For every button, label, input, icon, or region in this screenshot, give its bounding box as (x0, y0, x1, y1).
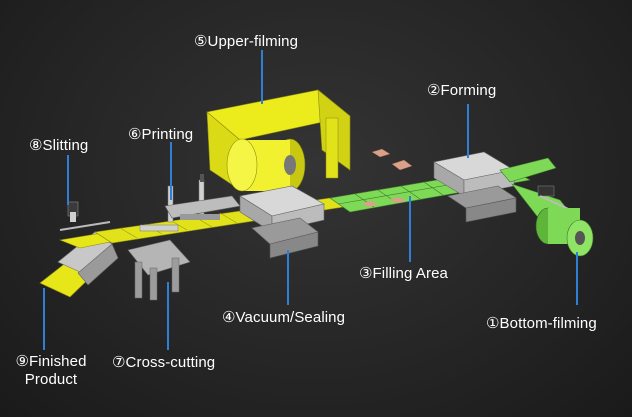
cross-cutting-frame (127, 224, 191, 301)
label-vacuum-sealing: ④Vacuum/Sealing (222, 309, 346, 326)
vacuum-sealing-station (239, 185, 325, 259)
forming-station (433, 151, 517, 223)
label-cross-cutting: ⑦Cross-cutting (112, 354, 216, 371)
label-upper-filming: ⑤Upper-filming (194, 33, 299, 50)
upper-filming-frame (206, 89, 351, 192)
label-finished-product: ⑨Finished Product (8, 353, 94, 389)
bottom-film-roll (499, 157, 594, 257)
label-filling-area: ③Filling Area (359, 265, 448, 282)
label-printing: ⑥Printing (128, 126, 194, 143)
printing-unit (164, 174, 241, 223)
slitting-unit (58, 201, 141, 249)
label-forming: ②Forming (427, 82, 497, 99)
label-bottom-filming: ①Bottom-filming (486, 315, 597, 332)
label-finished-product-line2: Product (24, 371, 78, 388)
label-finished-product-line1: ⑨Finished (15, 353, 87, 370)
label-slitting: ⑧Slitting (29, 137, 89, 154)
leader-lines (43, 50, 578, 350)
